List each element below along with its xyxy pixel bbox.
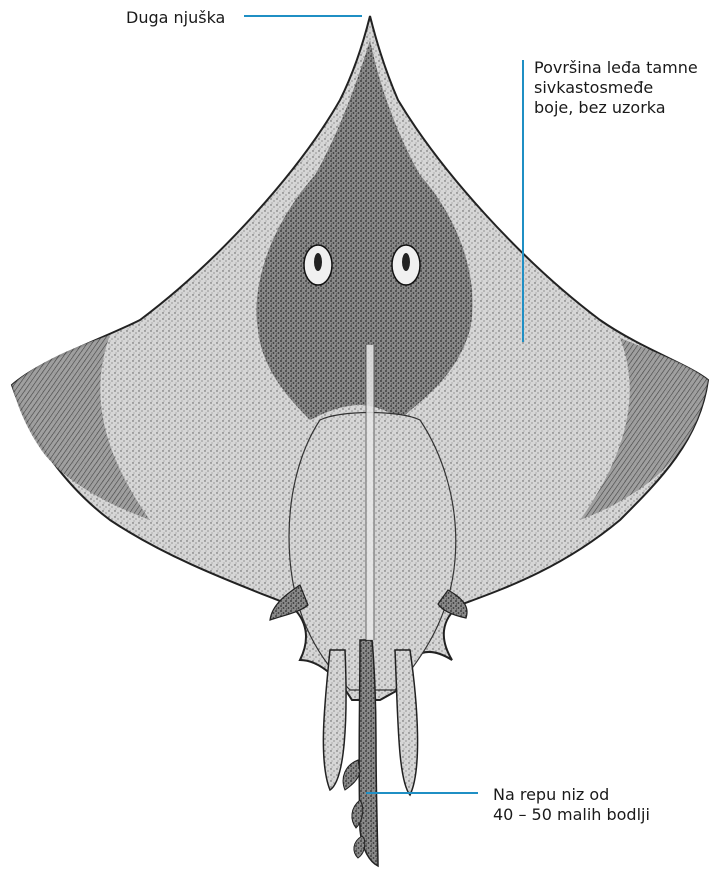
back-label-line-1: Površina leđa tamne: [534, 58, 698, 78]
tail-label-line-1: Na repu niz od: [493, 785, 650, 805]
right-eye-pupil: [402, 253, 410, 271]
right-clasper: [395, 650, 418, 795]
left-eye-pupil: [314, 253, 322, 271]
back-surface-label: Površina leđa tamne sivkastosmeđe boje, …: [534, 58, 698, 118]
snout-label-line-1: Duga njuška: [126, 8, 225, 28]
ray-tail: [359, 640, 378, 866]
tail-fin-1: [343, 760, 360, 790]
tail-label-line-2: 40 – 50 malih bodlji: [493, 805, 650, 825]
back-label-line-2: sivkastosmeđe: [534, 78, 698, 98]
tail-fin-3: [354, 836, 365, 858]
back-label-line-3: boje, bez uzorka: [534, 98, 698, 118]
head-dark-region: [257, 40, 473, 420]
snout-label: Duga njuška: [126, 8, 225, 28]
tail-spines-label: Na repu niz od 40 – 50 malih bodlji: [493, 785, 650, 825]
